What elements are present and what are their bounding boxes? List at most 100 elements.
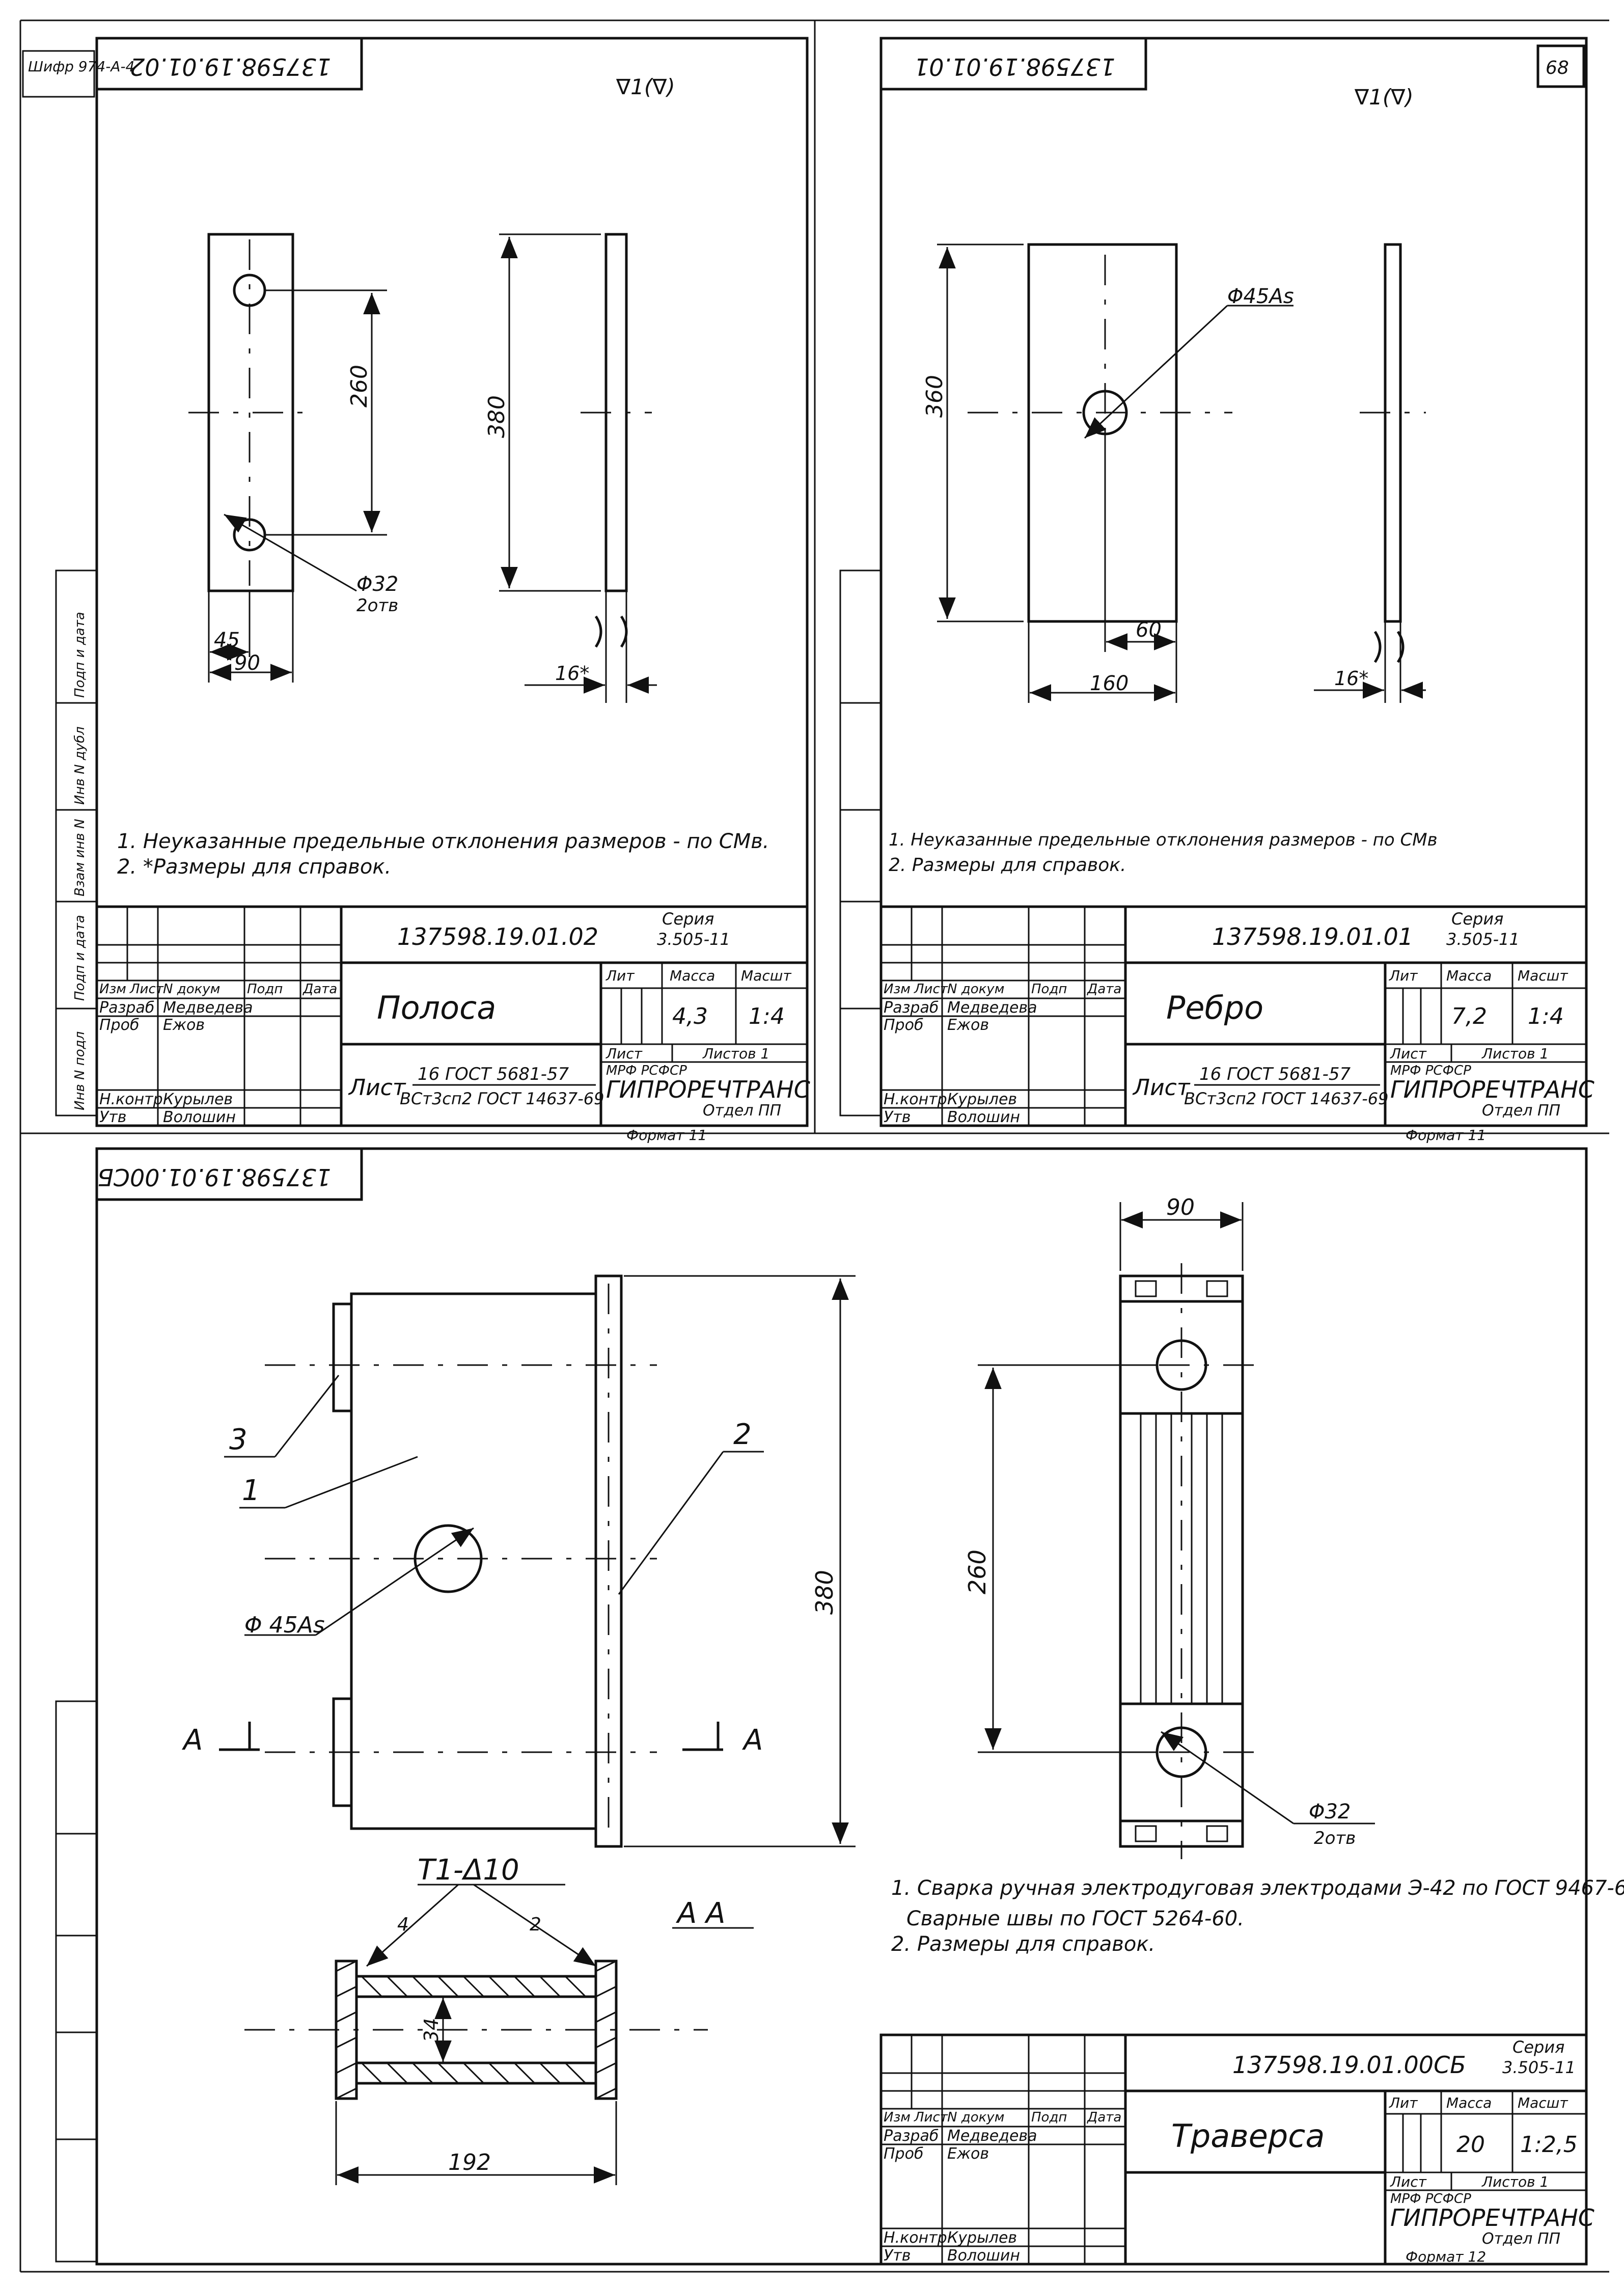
sheet3-pos-2b: 2 (530, 1914, 541, 1935)
sheet3-org-top: МРФ РСФСР (1390, 2191, 1471, 2207)
sheet1-dim-380: 380 (484, 395, 510, 438)
sheet2-org-top: МРФ РСФСР (1390, 1063, 1471, 1078)
sheet3: 137598.19.01.00СБ 3 1 2 Φ 45As 380 А (95, 1147, 1624, 2266)
sheet2-plate-front (1027, 243, 1178, 623)
sheet3-role-0: Разраб (884, 2127, 939, 2145)
sheet1-col-list: Лист (129, 982, 164, 997)
sheet1-hole-top (233, 274, 266, 307)
sheet3-pos-3: 3 (229, 1423, 247, 1456)
sheet2-org: ГИПРОРЕЧТРАНС (1390, 1076, 1594, 1103)
sheet3-sheet-label: Лист (1390, 2173, 1427, 2190)
sheet2-role-3: Утв (884, 1108, 911, 1126)
sheet2-format: Формат 11 (1406, 1127, 1486, 1144)
sheet2-material-top: 16 ГОСТ 5681-57 (1199, 1064, 1351, 1084)
sheet1-mass: 4,3 (672, 1003, 708, 1029)
sheet2-dept: Отдел ПП (1482, 1102, 1560, 1120)
sheet1-scale-label: Масшт (741, 967, 791, 984)
sheet2-note-1: 1. Неуказанные предельные отклонения раз… (889, 830, 1438, 850)
sheet1-note-2: 2. *Размеры для справок. (117, 855, 391, 879)
sheet3-weld-symbol: Т1-Δ10 (418, 1854, 519, 1887)
sheet1-col-doc: N докум (163, 982, 220, 997)
sheet3-title-block: Изм Лист N докум Подп Дата Разраб Медвед… (879, 2033, 1594, 2266)
sheet3-dim-192: 192 (448, 2149, 491, 2175)
sheet3-part-2 (594, 1274, 623, 1848)
sheet1: 137598.19.01.02 ∇1(∇) 260 Φ32 2отв 45 90 (95, 37, 810, 1144)
sheet1-material-bottom: ВСт3сп2 ГОСТ 14637-69 (400, 1089, 604, 1108)
sheet2-material-prefix: Лист (1132, 1075, 1191, 1101)
sheet2-person-3: Волошин (947, 1108, 1020, 1126)
sheet1-material-top: 16 ГОСТ 5681-57 (418, 1064, 569, 1084)
sheet2-series: 3.505-11 (1446, 930, 1520, 949)
sheet3-section-label: А А (676, 1897, 725, 1930)
sheet1-scale: 1:4 (749, 1003, 785, 1029)
sheet1-hole-label: Φ32 (356, 573, 398, 596)
sheet3-note-1: 1. Сварка ручная электродуговая электрод… (891, 1876, 1624, 1900)
sheet2-col-izm: Изм (884, 982, 911, 997)
sheet2-title-block: Изм Лист N докум Подп Дата Разраб Медвед… (879, 905, 1594, 1144)
sheet3-col-date: Дата (1087, 2110, 1121, 2125)
sheet3-pos-4: 4 (397, 1914, 409, 1935)
sheet2-dim-360: 360 (922, 375, 948, 418)
sheet1-format: Формат 11 (626, 1127, 707, 1144)
sheet3-hole-right-label: Φ32 (1309, 1800, 1351, 1824)
sheet1-sheet-label: Лист (605, 1045, 643, 1062)
sheet1-code-rotated: 137598.19.01.02 (130, 53, 331, 80)
sheet2-person-0: Медведева (947, 999, 1037, 1017)
sheet1-dim-260: 260 (346, 365, 372, 407)
side-label-vzam: Взам инв N (72, 819, 88, 896)
sheet3-section-mark-left: А (182, 1724, 203, 1757)
sheet1-org-top: МРФ РСФСР (606, 1063, 687, 1078)
sheet3-series-label: Серия (1512, 2037, 1564, 2057)
sheet3-dim-380: 380 (811, 1570, 838, 1615)
sheet3-dept: Отдел ПП (1482, 2230, 1560, 2248)
sheet3-code-rotated: 137598.19.01.00СБ (97, 1163, 331, 1191)
sheet3-col-list: Лист (914, 2110, 948, 2125)
sheet1-sheets-label: Листов 1 (702, 1045, 769, 1062)
sheet3-person-1: Ежов (947, 2145, 989, 2163)
sheet2: 137598.19.01.01 68 ∇1(∇) 360 Φ45As 60 16… (879, 37, 1594, 1144)
sheet2-col-podp: Подп (1031, 982, 1067, 997)
sheet3-person-2: Курылев (947, 2229, 1017, 2247)
sheet2-note-2: 2. Размеры для справок. (889, 855, 1126, 876)
sheet1-dim-45: 45 (214, 629, 240, 652)
sheet1-material-prefix: Лист (348, 1075, 406, 1101)
sheet1-role-3: Утв (99, 1108, 126, 1126)
sheet3-section-mark-right: А (742, 1724, 763, 1757)
sheet1-role-1: Проб (99, 1016, 139, 1034)
sheet1-note-1: 1. Неуказанные предельные отклонения раз… (117, 830, 769, 853)
sheet2-col-date: Дата (1087, 982, 1121, 997)
sheet1-hole-qty: 2отв (356, 595, 398, 616)
side-strip-bottom (55, 1700, 98, 2263)
sheet2-roughness: ∇1(∇) (1354, 85, 1414, 110)
sheet3-sheets-label: Листов 1 (1481, 2173, 1549, 2190)
sheet2-col-doc: N докум (947, 982, 1004, 997)
sheet3-dim-90: 90 (1166, 1194, 1195, 1220)
sheet3-part-3-top (332, 1302, 353, 1412)
side-strip-top: Инв N подл Подп и дата Взам инв N Инв N … (55, 569, 98, 1117)
sheet1-person-1: Ежов (163, 1016, 205, 1034)
sheet3-lit: Лит (1389, 2094, 1418, 2111)
outer-frame (19, 19, 1609, 2273)
sheet3-col-izm: Изм (884, 2110, 911, 2125)
sheet1-col-izm: Изм (99, 982, 126, 997)
sheet2-scale-label: Масшт (1518, 967, 1568, 984)
sheet2-dim-16: 16* (1334, 667, 1368, 690)
sheet3-note-2: Сварные швы по ГОСТ 5264-60. (906, 1907, 1244, 1930)
sheet1-dept: Отдел ПП (703, 1102, 781, 1120)
sheet3-col-podp: Подп (1031, 2110, 1067, 2125)
sheet2-plate-side (1384, 243, 1402, 623)
sheet3-format: Формат 12 (1406, 2248, 1486, 2265)
sheet2-scale: 1:4 (1528, 1003, 1564, 1029)
sheet1-person-2: Курылев (163, 1091, 233, 1108)
sheet2-role-1: Проб (884, 1016, 923, 1034)
sheet3-role-3: Утв (884, 2247, 911, 2265)
sheet1-series: 3.505-11 (657, 930, 730, 949)
sheet1-role-0: Разраб (99, 999, 154, 1017)
sheet3-hole-left-label: Φ 45As (244, 1612, 325, 1638)
sheet3-doc-code: 137598.19.01.00СБ (1232, 2051, 1466, 2079)
sheet1-mass-label: Масса (670, 967, 715, 984)
sheet3-hole-right-qty: 2отв (1314, 1828, 1356, 1848)
sheet3-section-view (244, 1960, 708, 2100)
sheet3-series: 3.505-11 (1502, 2058, 1576, 2077)
